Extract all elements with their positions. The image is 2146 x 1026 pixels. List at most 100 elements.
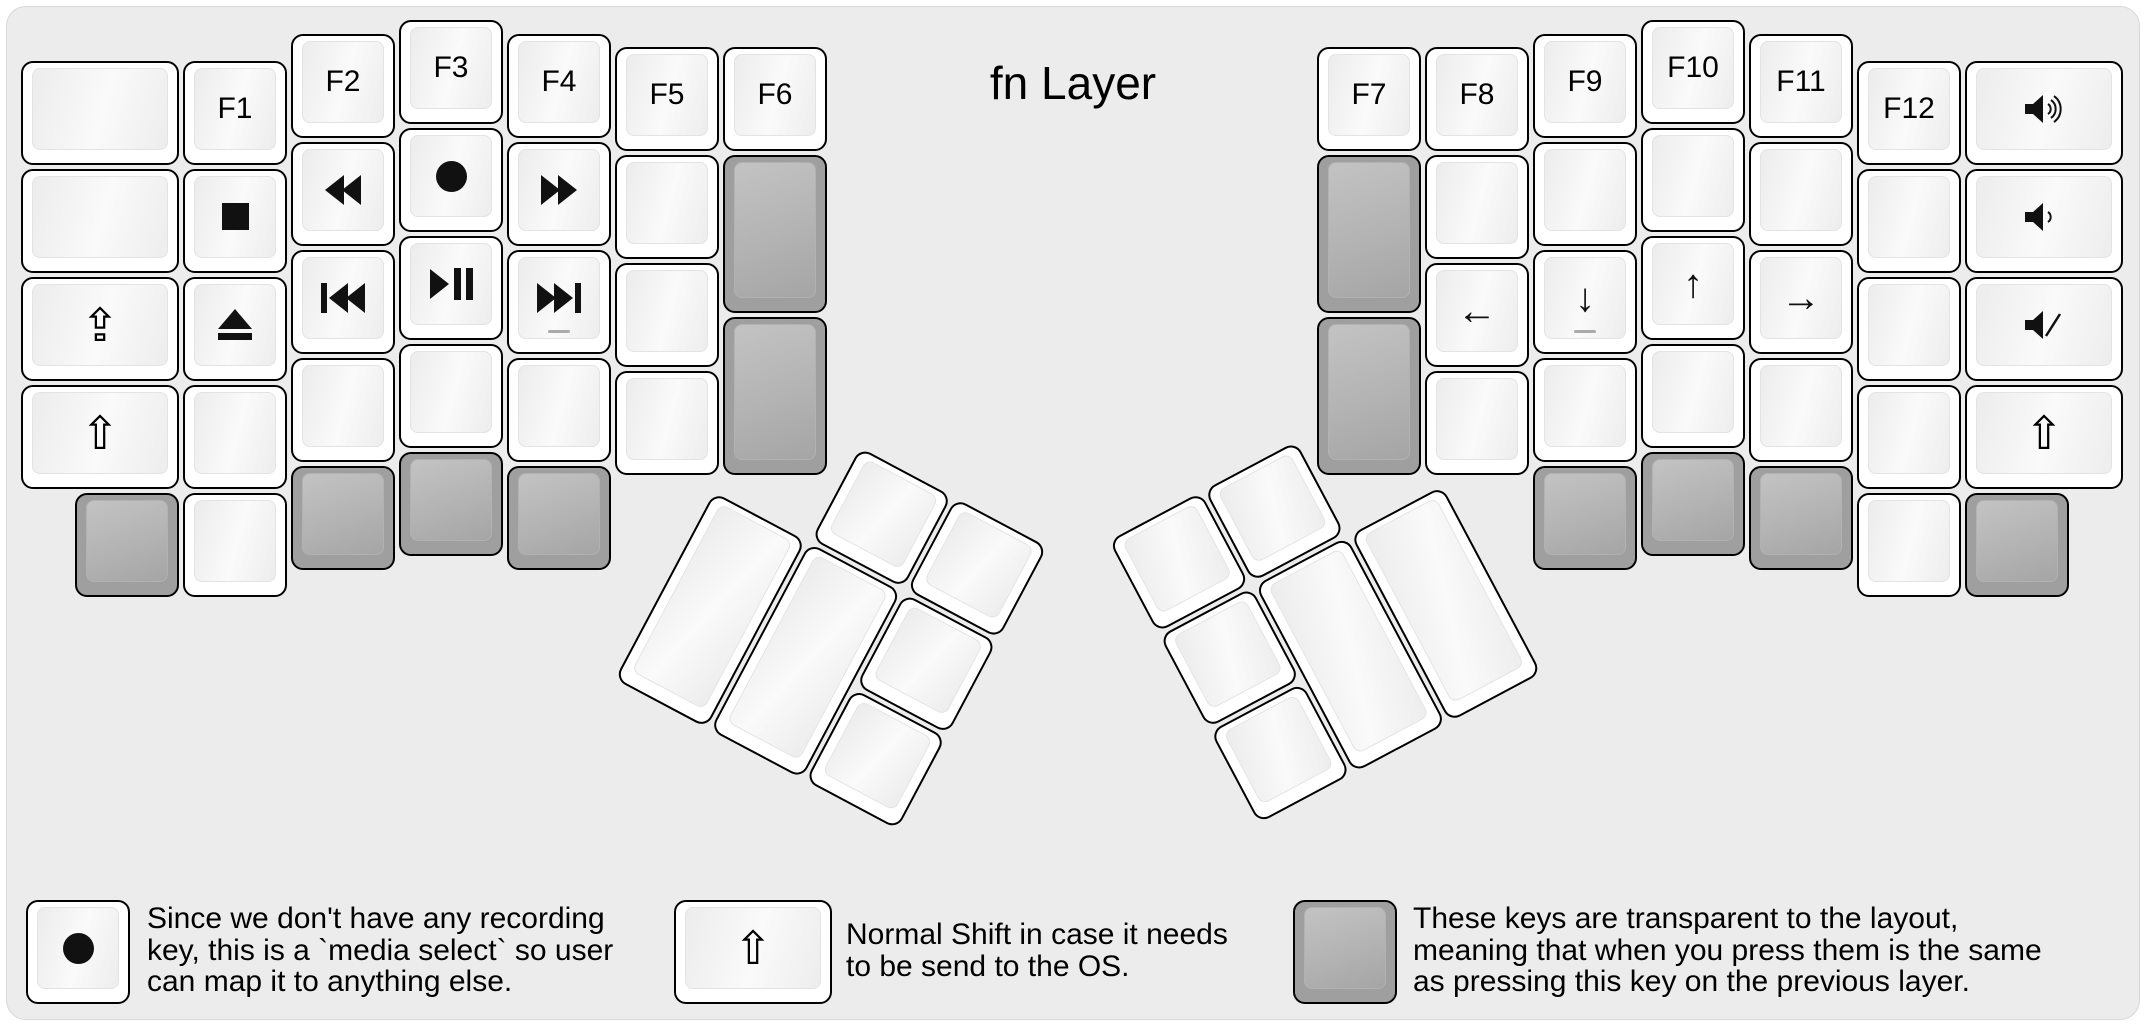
key-stop[interactable] — [183, 168, 287, 273]
key-f7[interactable]: F7 — [1317, 47, 1421, 151]
key-transparent[interactable] — [1965, 492, 2069, 597]
keycap: F3 — [410, 27, 492, 109]
key-left-arrow[interactable]: ← — [1425, 263, 1529, 367]
key-f6[interactable]: F6 — [723, 47, 827, 151]
keycap: ↑ — [1652, 243, 1734, 325]
key-transparent[interactable] — [1317, 317, 1421, 475]
key-shift[interactable]: ⇧ — [21, 384, 179, 489]
key-next-track[interactable] — [507, 249, 611, 354]
keycap — [1328, 162, 1410, 298]
key-right-arrow[interactable]: → — [1749, 249, 1853, 354]
keycap — [194, 391, 276, 474]
keycap — [1976, 499, 2058, 582]
key-blank[interactable] — [1533, 141, 1637, 246]
key-fast-forward[interactable] — [507, 141, 611, 246]
fast-forward-icon — [541, 174, 577, 205]
key-transparent[interactable] — [1317, 155, 1421, 313]
key-blank[interactable] — [183, 384, 287, 489]
key-f1[interactable]: F1 — [183, 60, 287, 165]
keycap — [86, 499, 168, 582]
key-f3[interactable]: F3 — [399, 20, 503, 124]
keycap — [626, 162, 708, 244]
keycap: F11 — [1760, 40, 1842, 123]
key-blank[interactable] — [1425, 371, 1529, 475]
key-f2[interactable]: F2 — [291, 33, 395, 138]
key-blank[interactable] — [1857, 492, 1961, 597]
key-label: F6 — [757, 78, 793, 111]
key-up-arrow[interactable]: ↑ — [1641, 236, 1745, 340]
keycap — [1760, 364, 1842, 447]
key-shift[interactable]: ⇧ — [1965, 384, 2123, 489]
key-f12[interactable]: F12 — [1857, 60, 1961, 165]
key-transparent[interactable] — [723, 317, 827, 475]
key-blank[interactable] — [399, 344, 503, 448]
keycap: ⇪ — [32, 283, 168, 366]
key-caps-lock[interactable]: ⇪ — [21, 276, 179, 381]
legend-text-line: can map it to anything else. — [147, 965, 513, 998]
key-down-arrow[interactable]: ↓ — [1533, 249, 1637, 354]
key-transparent[interactable] — [399, 452, 503, 556]
key-eject[interactable] — [183, 276, 287, 381]
key-media-select[interactable] — [399, 128, 503, 232]
key-previous-track[interactable] — [291, 249, 395, 354]
key-blank[interactable] — [1749, 141, 1853, 246]
keycap — [1760, 472, 1842, 555]
keycap — [302, 148, 384, 231]
key-blank[interactable] — [615, 263, 719, 367]
keycap — [1328, 324, 1410, 460]
key-blank[interactable] — [21, 60, 179, 165]
layer-title: fn Layer — [989, 57, 1157, 109]
keycap — [1976, 175, 2112, 258]
key-f8[interactable]: F8 — [1425, 47, 1529, 151]
key-volume-down[interactable] — [1965, 168, 2123, 273]
key-blank[interactable] — [21, 168, 179, 273]
key-f11[interactable]: F11 — [1749, 33, 1853, 138]
key-transparent[interactable] — [723, 155, 827, 313]
key-transparent-sample[interactable] — [1293, 900, 1397, 1004]
key-blank[interactable] — [615, 371, 719, 475]
key-label: F9 — [1567, 64, 1603, 98]
key-f5[interactable]: F5 — [615, 47, 719, 151]
key-blank[interactable] — [1857, 276, 1961, 381]
keycap: F7 — [1328, 54, 1410, 136]
key-blank[interactable] — [1533, 357, 1637, 462]
key-blank[interactable] — [1641, 344, 1745, 448]
key-f9[interactable]: F9 — [1533, 33, 1637, 138]
key-transparent[interactable] — [291, 465, 395, 570]
key-blank[interactable] — [1641, 128, 1745, 232]
keycap — [1868, 499, 1950, 582]
key-blank[interactable] — [1857, 384, 1961, 489]
key-transparent[interactable] — [1533, 465, 1637, 570]
shift-icon: ⇧ — [80, 406, 120, 459]
key-mute[interactable] — [1965, 276, 2123, 381]
key-blank[interactable] — [507, 357, 611, 462]
keycap — [32, 175, 168, 258]
key-f4[interactable]: F4 — [507, 33, 611, 138]
key-blank[interactable] — [291, 357, 395, 462]
key-blank[interactable] — [1857, 168, 1961, 273]
key-label: F2 — [325, 64, 361, 98]
key-shift-sample[interactable]: ⇧ — [674, 900, 832, 1004]
key-transparent[interactable] — [507, 465, 611, 570]
keycap: F2 — [302, 40, 384, 123]
keycap — [37, 907, 119, 989]
key-volume-up[interactable] — [1965, 60, 2123, 165]
homing-bar — [548, 329, 570, 333]
legend-key-transparent-sample — [1291, 898, 1399, 1006]
key-transparent[interactable] — [1641, 452, 1745, 556]
keycap: F12 — [1868, 67, 1950, 150]
key-play-pause[interactable] — [399, 236, 503, 340]
key-media-select-sample[interactable] — [26, 900, 130, 1004]
key-blank[interactable] — [1425, 155, 1529, 259]
key-blank[interactable] — [1749, 357, 1853, 462]
key-blank[interactable] — [183, 492, 287, 597]
key-blank[interactable] — [615, 155, 719, 259]
keycap — [410, 243, 492, 325]
key-transparent[interactable] — [75, 492, 179, 597]
keycap — [1652, 135, 1734, 217]
key-rewind[interactable] — [291, 141, 395, 246]
keycap — [518, 472, 600, 555]
key-transparent[interactable] — [1749, 465, 1853, 570]
key-f10[interactable]: F10 — [1641, 20, 1745, 124]
